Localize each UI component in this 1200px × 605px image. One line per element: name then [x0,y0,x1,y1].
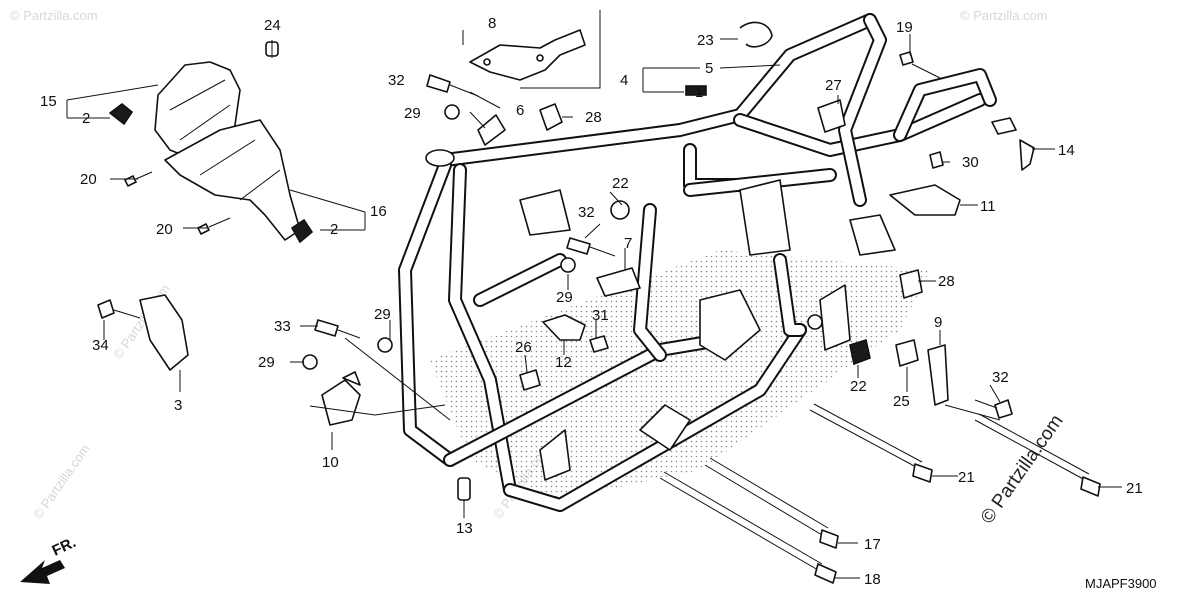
nut [444,104,460,120]
callout-11: 11 [980,198,996,215]
callout-22: 22 [850,378,867,395]
holder [817,99,846,133]
callout-6: 6 [516,102,524,119]
callout-29: 29 [258,354,275,371]
callout-31: 31 [592,307,609,324]
callout-19: 19 [896,19,913,36]
callout-18: 18 [864,571,881,588]
callout-5: 5 [705,60,713,77]
callout-15: 15 [40,93,57,110]
clamp [739,21,773,48]
grommet [849,338,871,366]
callout-28: 28 [938,273,955,290]
callout-16: 16 [370,203,387,220]
nut [302,354,318,370]
key [991,117,1017,135]
callout-14: 14 [1058,142,1075,159]
callout-3: 3 [174,397,182,414]
callout-20: 20 [80,171,97,188]
stay-9 [927,344,949,406]
stay [477,114,506,146]
nut [377,337,393,353]
nut [560,257,576,273]
callout-32: 32 [578,204,595,221]
callout-4: 4 [620,72,628,89]
callout-30: 30 [962,154,979,171]
callout-8: 8 [488,15,496,32]
watermark: © Partzilla.com [10,8,98,23]
direction-label: FR. [50,534,79,560]
callout-17: 17 [864,536,881,553]
callout-28: 28 [585,109,602,126]
cover-upper-assembly [108,61,314,244]
grommet [108,102,134,126]
grommet [290,218,314,244]
stay-10 [321,379,361,426]
callout-32: 32 [992,369,1009,386]
steering-head [425,149,455,167]
diagram-code: MJAPF3900 [1085,576,1157,591]
watermark: © Partzilla.com [30,441,93,521]
frame-assembly [398,13,997,512]
callout-24: 24 [264,17,281,34]
clip [899,269,923,299]
callout-21: 21 [1126,480,1143,497]
collar [457,477,471,501]
callout-7: 7 [624,235,632,252]
callout-13: 13 [456,520,473,537]
callout-1: 1 [695,84,703,101]
callout-labels: 1 2 2 3 4 5 6 7 8 9 10 11 12 13 14 15 16… [40,15,1143,588]
callout-32: 32 [388,72,405,89]
callout-2: 2 [82,110,90,127]
bracket-3 [139,294,189,371]
callout-29: 29 [404,105,421,122]
bolt [929,151,944,169]
callout-23: 23 [697,32,714,49]
callout-26: 26 [515,339,532,356]
bracket-11 [889,184,961,216]
leader-lines [66,34,1122,579]
callout-34: 34 [92,337,109,354]
front-direction-indicator: FR. [20,534,79,584]
callout-25: 25 [893,393,910,410]
callout-33: 33 [274,318,291,335]
callout-27: 27 [825,77,842,94]
callout-2: 2 [330,221,338,238]
callout-29: 29 [556,289,573,306]
callout-9: 9 [934,314,942,331]
callout-21: 21 [958,469,975,486]
clamp [519,369,541,391]
callout-12: 12 [555,354,572,371]
clip [539,103,563,131]
stay [596,267,641,297]
key [1019,139,1035,171]
direction-arrow-icon [20,560,65,584]
callout-29: 29 [374,306,391,323]
bracket-12 [542,314,586,341]
watermark: © Partzilla.com [960,8,1048,23]
bolt [589,335,609,353]
callout-20: 20 [156,221,173,238]
bolt [899,51,914,66]
callout-22: 22 [612,175,629,192]
rubber-pad [685,85,707,96]
clip [895,339,919,367]
bracket-8 [462,10,601,89]
grommet [610,200,630,220]
long-bolts [659,403,1101,584]
callout-10: 10 [322,454,339,471]
